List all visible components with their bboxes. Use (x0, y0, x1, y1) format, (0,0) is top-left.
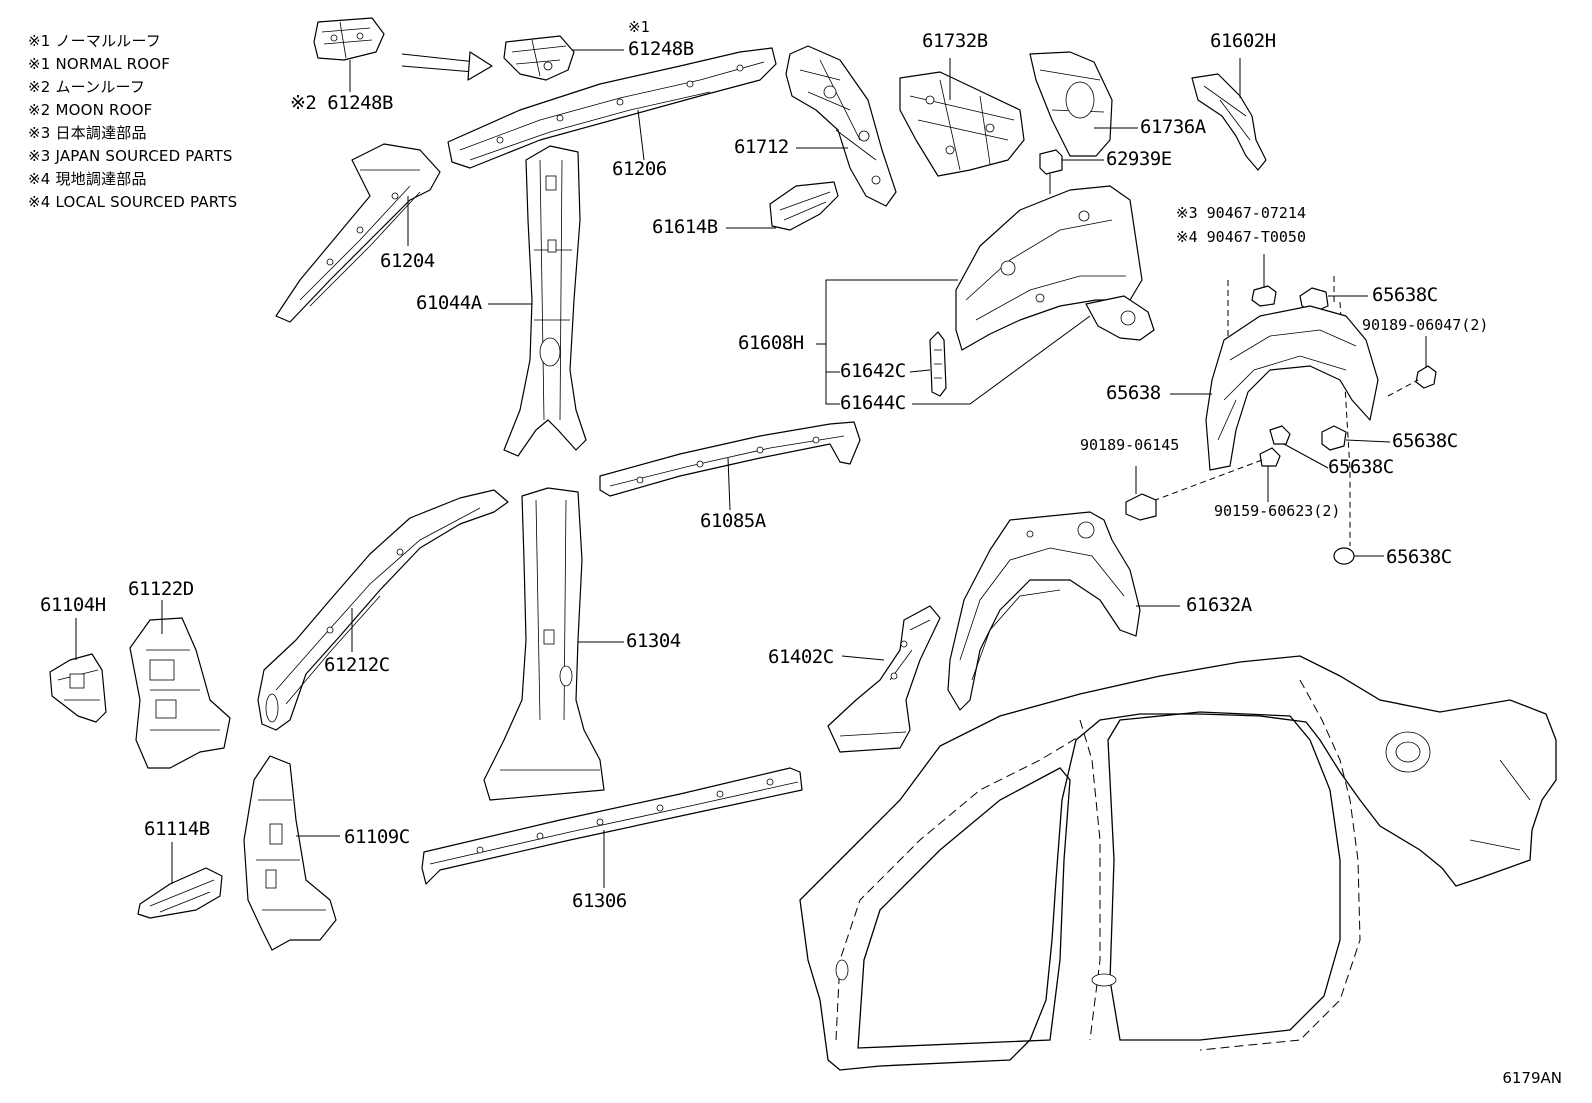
arrow-icon (401, 51, 493, 81)
part-61602h-drawing (1191, 58, 1267, 171)
diagram-code: 6179AN (1502, 1069, 1562, 1087)
legend: ※1 ノーマルルーフ ※1 NORMAL ROOF ※2 ムーンルーフ ※2 M… (28, 30, 237, 214)
callout-61248b-moon-roof[interactable]: ※2 61248B (290, 92, 393, 114)
part-61608h-drawing (816, 185, 1155, 405)
part-61248b-moon-drawing (313, 17, 385, 92)
callout-61306[interactable]: 61306 (572, 890, 627, 912)
legend-item: ※4 現地調達部品 (28, 170, 147, 188)
part-65638-drawing (1170, 305, 1379, 471)
callout-61644c[interactable]: 61644C (840, 392, 906, 414)
part-61402c-drawing (827, 605, 941, 753)
callout-90159-60623[interactable]: 90159-60623(2) (1214, 502, 1341, 520)
part-62939e-drawing (1039, 149, 1104, 194)
callout-65638c-bottom[interactable]: 65638C (1386, 546, 1452, 568)
part-61204-drawing (275, 143, 441, 323)
part-61712-drawing (785, 45, 897, 207)
part-61732b-drawing (899, 58, 1025, 177)
legend-item: ※1 ノーマルルーフ (28, 32, 161, 50)
callout-65638c-top[interactable]: 65638C (1372, 284, 1438, 306)
callout-61614b[interactable]: 61614B (652, 216, 718, 238)
part-61109c-drawing (243, 755, 340, 951)
callout-61212c[interactable]: 61212C (324, 654, 390, 676)
part-61306-drawing (421, 767, 803, 888)
callout-61732b[interactable]: 61732B (922, 30, 988, 52)
legend-item: ※2 MOON ROOF (28, 101, 153, 119)
legend-item: ※4 LOCAL SOURCED PARTS (28, 193, 238, 211)
callout-61044a[interactable]: 61044A (416, 292, 482, 314)
legend-item: ※3 JAPAN SOURCED PARTS (28, 147, 233, 165)
part-61114b-drawing (137, 842, 223, 919)
callout-61248b-note: ※1 (628, 18, 650, 36)
callout-62939e[interactable]: 62939E (1106, 148, 1172, 170)
callout-61114b[interactable]: 61114B (144, 818, 210, 840)
part-61122d-drawing (129, 600, 231, 769)
callout-90189-06047[interactable]: 90189-06047(2) (1362, 316, 1489, 334)
callout-65638c-right[interactable]: 65638C (1392, 430, 1458, 452)
callout-61642c[interactable]: 61642C (840, 360, 906, 382)
callout-65638[interactable]: 65638 (1106, 382, 1161, 404)
callout-61304[interactable]: 61304 (626, 630, 681, 652)
part-61304-drawing (483, 487, 624, 801)
callout-61402c[interactable]: 61402C (768, 646, 834, 668)
callout-65638c-mid[interactable]: 65638C (1328, 456, 1394, 478)
callout-61608h[interactable]: 61608H (738, 332, 804, 354)
callout-61712[interactable]: 61712 (734, 136, 789, 158)
part-61248b-drawing (503, 35, 624, 81)
callout-90467-t0050[interactable]: ※4 90467-T0050 (1176, 228, 1306, 246)
callout-61204[interactable]: 61204 (380, 250, 435, 272)
callout-90189-06145[interactable]: 90189-06145 (1080, 436, 1180, 454)
legend-item: ※3 日本調達部品 (28, 124, 147, 142)
part-61206-drawing (447, 47, 777, 169)
callout-61602h[interactable]: 61602H (1210, 30, 1276, 52)
legend-item: ※2 ムーンルーフ (28, 78, 146, 96)
callout-61122d[interactable]: 61122D (128, 578, 194, 600)
part-61044a-drawing (488, 145, 587, 457)
legend-item: ※1 NORMAL ROOF (28, 55, 171, 73)
callout-61085a[interactable]: 61085A (700, 510, 766, 532)
callout-61104h[interactable]: 61104H (40, 594, 106, 616)
callout-61206[interactable]: 61206 (612, 158, 667, 180)
body-side-panel-drawing (799, 655, 1557, 1071)
part-61614b-drawing (726, 181, 839, 231)
callout-61736a[interactable]: 61736A (1140, 116, 1206, 138)
callout-61109c[interactable]: 61109C (344, 826, 410, 848)
part-61736a-drawing (1029, 51, 1138, 157)
part-61212c-drawing (257, 489, 509, 731)
callout-61248b[interactable]: 61248B (628, 38, 694, 60)
callout-61632a[interactable]: 61632A (1186, 594, 1252, 616)
callout-90467-07214[interactable]: ※3 90467-07214 (1176, 204, 1306, 222)
part-61104h-drawing (49, 618, 107, 723)
part-61632a-drawing (947, 511, 1180, 711)
part-61085a-drawing (599, 421, 861, 511)
